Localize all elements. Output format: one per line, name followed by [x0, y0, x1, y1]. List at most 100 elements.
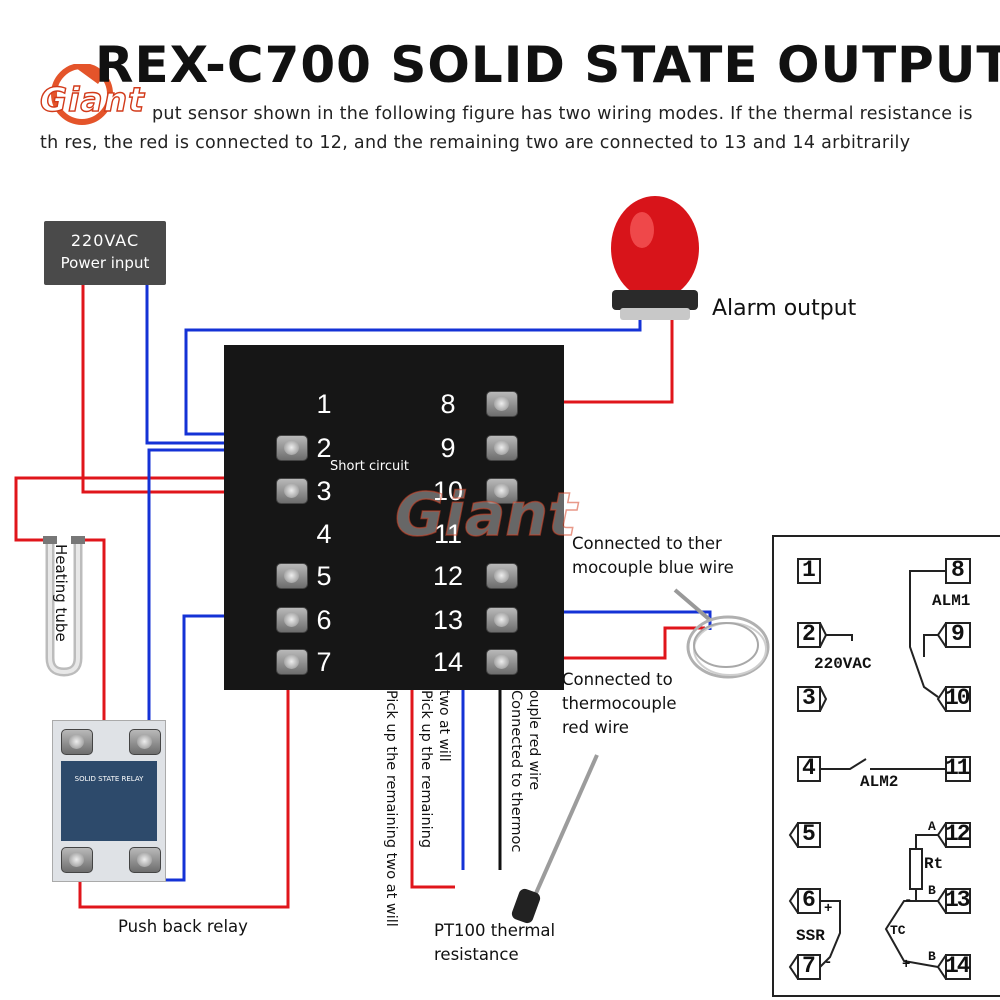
screw-3: [276, 478, 308, 504]
power-voltage: 220VAC: [70, 231, 140, 250]
legend-tc-label: TC: [890, 923, 906, 938]
terminal-2-label: 2: [316, 433, 332, 463]
legend-terminal-11: 11: [945, 755, 971, 781]
screw-13: [486, 607, 518, 633]
wire-heater-red-1: [14, 476, 290, 542]
tc-red-label-line3: red wire: [562, 718, 629, 737]
terminal-row-1: 1 8: [224, 383, 564, 423]
screw-9: [486, 435, 518, 461]
legend-terminal-1: 1: [802, 557, 816, 583]
terminal-legend-diagram: 1 2 3 4 5 6 7 8 9 10 11 12 13 14 ALM1 22…: [772, 535, 1000, 997]
legend-terminal-7: 7: [802, 953, 816, 979]
alarm-light-icon: [611, 196, 699, 320]
terminal-4-label: 4: [316, 519, 332, 549]
legend-rt-label: Rt: [924, 855, 944, 873]
watermark-logo: Giant: [394, 479, 577, 551]
terminal-3-label: 3: [316, 476, 332, 506]
terminal-row-3: 3 10: [224, 470, 564, 510]
tc-red-label-line2: thermocouple: [562, 694, 677, 713]
push-back-relay-label: Push back relay: [118, 917, 248, 936]
power-input-box: 220VAC Power input: [44, 221, 166, 285]
screw-2: [276, 435, 308, 461]
page-title: REX-C700 SOLID STATE OUTPUT: [95, 36, 1000, 94]
relay-panel-text: SOLID STATE RELAY: [74, 775, 144, 783]
legend-terminal-10: 10: [945, 685, 971, 711]
terminal-10-label: 10: [432, 476, 464, 506]
screw-7: [276, 649, 308, 675]
heating-tube-label: Heating tube: [52, 544, 70, 642]
terminal-11-label: 11: [433, 519, 463, 549]
terminal-13-label: 13: [432, 605, 464, 635]
terminal-7-label: 7: [316, 647, 332, 677]
wire-alarm-blue: [184, 320, 642, 436]
pt100-label-line2: resistance: [434, 945, 519, 964]
tc-blue-label-line2: mocouple blue wire: [572, 558, 734, 577]
relay-screw-1: [61, 729, 93, 755]
legend-terminal-12: 12: [945, 821, 971, 847]
legend-plus-tc: +: [902, 957, 911, 973]
screw-6: [276, 607, 308, 633]
relay-screw-2: [129, 729, 161, 755]
screw-12: [486, 563, 518, 589]
legend-terminal-3: 3: [802, 685, 816, 711]
wire-heater-red-2: [78, 538, 106, 720]
legend-minus-tc: -: [904, 893, 913, 909]
giant-logo: Giant: [36, 63, 156, 128]
wire-tc-blue: [500, 610, 712, 630]
terminal-row-5: 5 12: [224, 555, 564, 595]
legend-terminal-14: 14: [945, 953, 971, 979]
wire-power-red: [81, 285, 290, 494]
terminal-12-label: 12: [432, 561, 464, 591]
pt100-sensor-icon: [511, 754, 599, 924]
legend-terminal-8: 8: [951, 557, 965, 583]
short-circuit-label: Short circuit: [330, 459, 409, 474]
power-label: Power input: [60, 254, 150, 272]
connected-thermocouple-red-label-a: Connected to thermoc: [508, 690, 524, 853]
relay-panel: [61, 761, 157, 841]
wire-relay-red-7: [78, 660, 290, 909]
logo-swirl-icon: [51, 63, 113, 125]
screw-5: [276, 563, 308, 589]
alarm-output-label: Alarm output: [712, 296, 857, 321]
terminal-5-label: 5: [316, 561, 332, 591]
pt100-label-line1: PT100 thermal: [434, 921, 556, 940]
heating-tube-icon: [43, 536, 85, 677]
legend-terminal-6: 6: [802, 887, 816, 913]
legend-a-label: A: [928, 819, 936, 834]
terminal-8-label: 8: [440, 389, 456, 419]
pick-up-remaining-label-1: Pick up the remaining two at will: [383, 690, 399, 927]
legend-terminal-5: 5: [802, 821, 816, 847]
tc-blue-label-line1: Connected to ther: [572, 534, 722, 553]
connected-thermocouple-red-label-b: ouple red wire: [526, 690, 542, 791]
relay-screw-4: [129, 847, 161, 873]
legend-220vac-label: 220VAC: [814, 655, 872, 673]
terminal-14-label: 14: [432, 647, 464, 677]
legend-plus-ssr: +: [824, 901, 833, 917]
terminal-row-7: 7 14: [224, 641, 564, 681]
legend-alm2-label: ALM2: [860, 773, 899, 791]
screw-8: [486, 391, 518, 417]
rex-c700-controller: 1 8 2 9 3 10 4 11 5 12 6 13 7 14: [224, 345, 564, 690]
screw-10: [486, 478, 518, 504]
intro-line-2: th res, the red is connected to 12, and …: [40, 133, 911, 153]
legend-terminal-9: 9: [951, 621, 965, 647]
terminal-row-4: 4 11: [224, 513, 564, 553]
terminal-6-label: 6: [316, 605, 332, 635]
legend-terminal-2: 2: [802, 621, 816, 647]
intro-line-1: put sensor shown in the following figure…: [152, 104, 973, 124]
legend-terminal-4: 4: [802, 755, 816, 781]
screw-14: [486, 649, 518, 675]
pick-up-remaining-label-2a: Pick up the remaining: [418, 690, 434, 849]
legend-lines: [788, 558, 971, 980]
terminal-9-label: 9: [440, 433, 456, 463]
relay-screw-3: [61, 847, 93, 873]
terminal-row-6: 6 13: [224, 599, 564, 639]
legend-minus-ssr: -: [824, 955, 833, 971]
legend-b-label-2: B: [928, 949, 936, 964]
solid-state-relay: SOLID STATE RELAY: [52, 720, 166, 882]
legend-b-label-1: B: [928, 883, 936, 898]
legend-alm1-label: ALM1: [932, 592, 971, 610]
wire-tc-red: [500, 626, 705, 660]
tc-red-label-line1: Connected to: [562, 670, 673, 689]
legend-ssr-label: SSR: [796, 927, 825, 945]
